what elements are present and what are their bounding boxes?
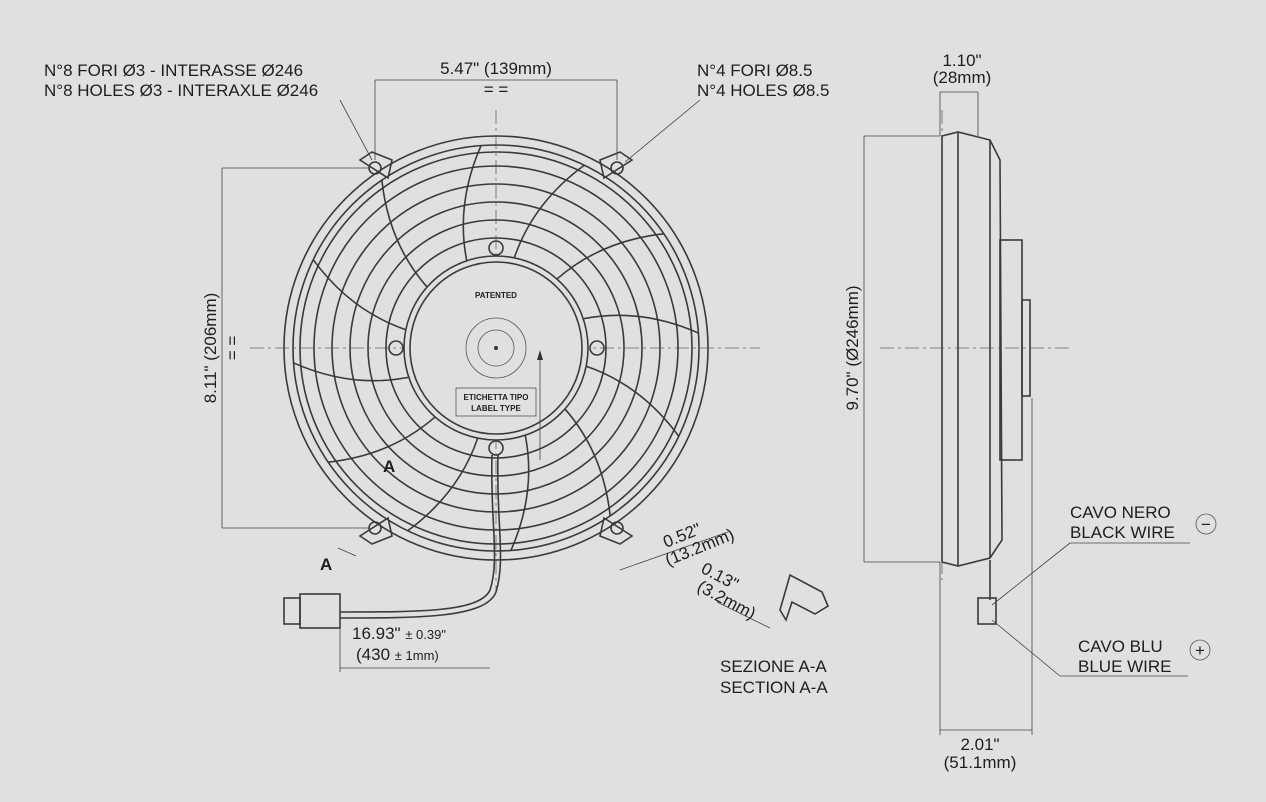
holes4-label-it: N°4 FORI Ø8.5 xyxy=(697,61,812,80)
guard-spoke xyxy=(510,435,530,551)
cable-length-in: 16.93" ± 0.39" xyxy=(352,624,446,643)
height-dim: 8.11" (206mm) xyxy=(201,293,220,404)
holes4-leader xyxy=(624,99,701,163)
motor-hub-inner xyxy=(409,261,583,435)
section-aa-profile xyxy=(779,573,830,622)
section-arrow-head xyxy=(537,350,543,360)
guard-spoke xyxy=(328,416,436,463)
guard-spoke xyxy=(293,362,409,382)
depth-top-mm: (28mm) xyxy=(933,68,992,87)
fan-side-view xyxy=(941,131,1031,625)
blue-wire-en: BLUE WIRE xyxy=(1078,657,1172,676)
guard-spoke xyxy=(407,437,479,532)
cable xyxy=(339,454,496,613)
fan-front-view: PATENTED ETICHETTA TIPO LABEL TYPE xyxy=(283,135,709,629)
hub-screw-left xyxy=(388,340,404,356)
fan-shroud-inner xyxy=(292,144,700,552)
fan-shroud-outer xyxy=(283,135,709,561)
motor-shaft-ring xyxy=(477,329,515,367)
patented-text: PATENTED xyxy=(475,291,517,300)
guard-spoke xyxy=(513,164,585,259)
guard-spoke xyxy=(564,408,611,516)
guard-spoke xyxy=(585,365,680,437)
black-wire-en: BLACK WIRE xyxy=(1070,523,1175,542)
guard-spoke xyxy=(556,233,664,280)
hole-spacing-dim: 5.47" (139mm) xyxy=(440,59,552,78)
depth-top-in: 1.10" xyxy=(942,51,981,70)
hub-screw-top xyxy=(488,240,504,256)
holes8-label-it: N°8 FORI Ø3 - INTERASSE Ø246 xyxy=(44,61,303,80)
cable-sheath xyxy=(339,454,502,619)
motor-cap xyxy=(465,317,527,379)
guard-ring xyxy=(367,219,625,477)
holes4-label-en: N°4 HOLES Ø8.5 xyxy=(697,81,829,100)
section-label-it: SEZIONE A-A xyxy=(720,657,827,676)
hub-screw-bottom xyxy=(488,440,504,456)
holes8-label-en: N°8 HOLES Ø3 - INTERAXLE Ø246 xyxy=(44,81,318,100)
label-type-box xyxy=(455,387,537,417)
guard-ring xyxy=(313,165,679,531)
connector-latch xyxy=(283,597,301,625)
guard-spoke xyxy=(583,314,699,334)
guard-ring xyxy=(299,151,693,545)
connector xyxy=(299,593,341,629)
cable-length-mm: (430 ± 1mm) xyxy=(356,645,439,664)
hub-screw-right xyxy=(589,340,605,356)
holes8-leader xyxy=(339,99,373,161)
guard-ring xyxy=(331,183,661,513)
guard-spoke xyxy=(462,145,482,261)
mounting-holes xyxy=(358,151,634,545)
minus-icon xyxy=(1195,513,1217,535)
label-type-en: LABEL TYPE xyxy=(471,404,521,413)
label-type-it: ETICHETTA TIPO xyxy=(464,393,529,402)
black-wire-leader xyxy=(991,542,1071,606)
black-wire-it: CAVO NERO xyxy=(1070,503,1171,522)
guard-ring xyxy=(385,237,607,459)
equal-mark-left: = = xyxy=(223,336,242,361)
guard-spoke xyxy=(381,180,428,288)
guard-ring xyxy=(349,201,643,495)
plus-icon xyxy=(1189,639,1211,661)
equal-mark-top: = = xyxy=(484,80,509,99)
guard-spoke xyxy=(312,259,407,331)
svg-text:+: + xyxy=(1195,641,1205,660)
depth-bottom-mm: (51.1mm) xyxy=(944,753,1017,772)
section-label-en: SECTION A-A xyxy=(720,678,828,697)
section-marker-bottom: A xyxy=(320,555,332,574)
section-cut-line xyxy=(337,547,357,557)
blue-wire-it: CAVO BLU xyxy=(1078,637,1163,656)
blue-wire-leader xyxy=(991,619,1061,677)
guard-rings xyxy=(299,151,693,545)
svg-text:−: − xyxy=(1201,515,1211,534)
section-marker-top: A xyxy=(383,457,395,476)
depth-bottom-in: 2.01" xyxy=(960,735,999,754)
guard-spokes xyxy=(293,145,699,551)
diameter-dim: 9.70" (Ø246mm) xyxy=(843,285,862,410)
motor-shaft xyxy=(494,346,498,350)
side-connector xyxy=(977,597,997,625)
